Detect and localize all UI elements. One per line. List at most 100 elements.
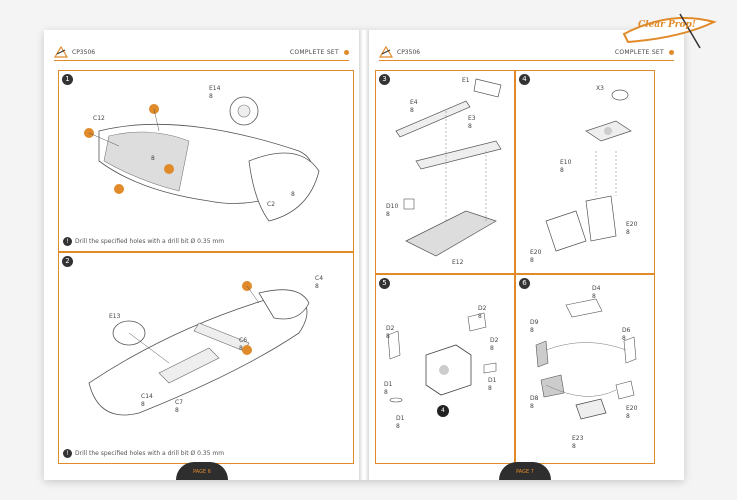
part-label: E20: [626, 221, 638, 228]
drill-note: ! Drill the specified holes with a drill…: [63, 237, 224, 246]
header-dot: [669, 50, 674, 55]
part-label: D2: [490, 337, 499, 344]
step-6-panel: 6 D4 8 D9 8 D6 8 D8 8 E20 8 E23 8: [515, 274, 655, 464]
page-tab: PAGE 7: [499, 462, 551, 480]
step-number: 4: [519, 74, 530, 85]
step-5-panel: 5 D2 8 D2 8 D2 8 D1 8 D1 8 D1 8 4: [375, 274, 515, 464]
step-6-diagram: [535, 298, 637, 420]
instruction-booklet: CP3506 COMPLETE SET 1 E14 8 C12 8: [44, 30, 684, 480]
part-qty: 8: [530, 257, 534, 264]
step-4-panel: 4 X3 E10 8 E20 8 E20 8: [515, 70, 655, 274]
part-qty: 8: [468, 123, 472, 130]
right-page: CP3506 COMPLETE SET 3 E1 E4 8 E3 8 D10 8…: [369, 30, 684, 480]
part-qty: 8: [478, 313, 482, 320]
part-qty: 8: [291, 191, 295, 198]
part-qty: 8: [530, 327, 534, 334]
header-dot: [344, 50, 349, 55]
booklet-spine: [359, 30, 369, 480]
part-label: E20: [626, 405, 638, 412]
part-qty: 8: [622, 335, 626, 342]
part-label: E20: [530, 249, 542, 256]
warning-icon: !: [63, 237, 72, 246]
part-label: E4: [410, 99, 418, 106]
step-3-diagram: [395, 78, 502, 257]
part-label: C2: [267, 201, 276, 208]
step-4-diagram: [545, 89, 632, 252]
part-label: D1: [384, 381, 393, 388]
part-qty: 8: [151, 155, 155, 162]
part-label: C6: [239, 337, 248, 344]
drill-note: ! Drill the specified holes with a drill…: [63, 449, 224, 458]
part-label: E1: [462, 77, 470, 84]
brand-mark-icon: [379, 46, 393, 58]
brand-text: Clear Prop!: [638, 20, 696, 30]
step-3-panel: 3 E1 E4 8 E3 8 D10 8 E12: [375, 70, 515, 274]
part-qty: 8: [239, 345, 243, 352]
step-number: 6: [519, 278, 530, 289]
page-footer: PAGE 6: [44, 458, 359, 480]
part-label: E3: [468, 115, 476, 122]
page-header: CP3506 COMPLETE SET: [379, 46, 674, 61]
part-qty: 8: [626, 413, 630, 420]
part-label: C7: [175, 399, 184, 406]
step-number: 3: [379, 74, 390, 85]
step-2-diagram: [88, 281, 310, 416]
part-label: E23: [572, 435, 584, 442]
step-1-panel: 1 E14 8 C12 8 8 C2 ! Drill the specif: [58, 70, 354, 252]
part-qty: 8: [386, 211, 390, 218]
part-label: D9: [530, 319, 539, 326]
part-qty: 8: [560, 167, 564, 174]
part-qty: 8: [175, 407, 179, 414]
part-qty: 8: [530, 403, 534, 410]
brand-mark-icon: [54, 46, 68, 58]
note-text: Drill the specified holes with a drill b…: [75, 238, 225, 245]
part-qty: 8: [626, 229, 630, 236]
part-label: C14: [141, 393, 153, 400]
step-number: 1: [62, 74, 73, 85]
part-label: D2: [478, 305, 487, 312]
note-text: Drill the specified holes with a drill b…: [75, 450, 225, 457]
part-qty: 8: [490, 345, 494, 352]
page-header: CP3506 COMPLETE SET: [54, 46, 349, 61]
part-label: C12: [93, 115, 105, 122]
part-label: E12: [452, 259, 464, 266]
brand-logo: Clear Prop!: [620, 8, 718, 54]
brand-wing-icon: [622, 13, 717, 49]
kit-code: CP3506: [72, 49, 96, 56]
part-qty: 8: [396, 423, 400, 430]
part-qty: 8: [410, 107, 414, 114]
part-label: E13: [109, 313, 121, 320]
part-label: E10: [560, 159, 572, 166]
part-label: D8: [530, 395, 539, 402]
part-label: D1: [396, 415, 405, 422]
part-qty: 8: [592, 293, 596, 300]
part-qty: 8: [141, 401, 145, 408]
step-5-diagram: [387, 312, 497, 417]
assembly-badge: 4: [441, 407, 445, 414]
warning-icon: !: [63, 449, 72, 458]
part-qty: 8: [488, 385, 492, 392]
part-qty: 8: [384, 389, 388, 396]
page-footer: PAGE 7: [369, 458, 684, 480]
part-label: D4: [592, 285, 601, 292]
part-label: D2: [386, 325, 395, 332]
part-label: X3: [596, 85, 604, 92]
step-1-diagram: [84, 96, 320, 222]
part-label: D1: [488, 377, 497, 384]
part-qty: 8: [386, 333, 390, 340]
part-label: D6: [622, 327, 631, 334]
part-label: E14: [209, 85, 221, 92]
part-label: D10: [386, 203, 399, 210]
kit-code: CP3506: [397, 49, 421, 56]
step-number: 5: [379, 278, 390, 289]
part-qty: 8: [572, 443, 576, 450]
part-qty: 8: [315, 283, 319, 290]
part-qty: 8: [209, 93, 213, 100]
part-label: C4: [315, 275, 324, 282]
set-name: COMPLETE SET: [289, 49, 339, 56]
step-2-panel: 2 E13 C4 8 C6 8 C14 8 C7 8 ! Drill th: [58, 252, 354, 464]
left-page: CP3506 COMPLETE SET 1 E14 8 C12 8: [44, 30, 359, 480]
step-number: 2: [62, 256, 73, 267]
page-tab: PAGE 6: [176, 462, 228, 480]
set-name: COMPLETE SET: [614, 49, 664, 56]
